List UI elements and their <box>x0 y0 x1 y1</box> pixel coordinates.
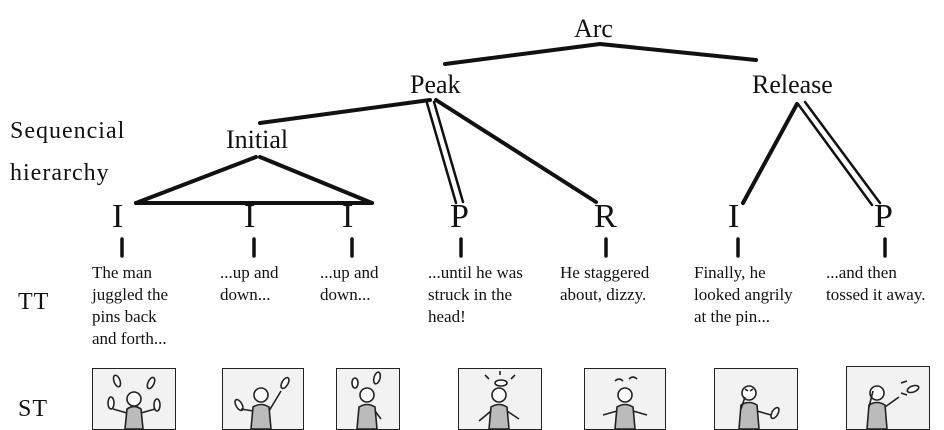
panel-2 <box>222 368 304 430</box>
caption-5-line: He staggered <box>560 263 650 282</box>
edge-release-i <box>741 102 799 205</box>
edge-release-p-a <box>796 102 874 207</box>
caption-6: Finally, he looked angrily at the pin... <box>694 262 793 328</box>
caption-5: He staggered about, dizzy. <box>560 262 649 306</box>
caption-4-line: head! <box>428 307 466 326</box>
caption-1-line: and forth... <box>92 329 167 348</box>
leaf-i-1: I <box>112 198 124 235</box>
caption-6-line: Finally, he <box>694 263 766 282</box>
caption-7-line: tossed it away. <box>826 285 926 304</box>
hierarchy-label-line1: Sequencial <box>10 118 126 144</box>
caption-4: ...until he was struck in the head! <box>428 262 523 328</box>
caption-4-line: ...until he was <box>428 263 523 282</box>
caption-5-line: about, dizzy. <box>560 285 647 304</box>
edge-peak-initial <box>258 98 432 125</box>
caption-1-line: juggled the <box>92 285 169 304</box>
tossing-pin-icon <box>866 380 920 429</box>
edge-initial-right <box>258 155 374 205</box>
hierarchy-label-line2: hierarchy <box>10 160 110 186</box>
leaf-p-1: P <box>450 198 469 235</box>
caption-3-line: ...up and <box>320 263 379 282</box>
caption-2: ...up and down... <box>220 262 279 306</box>
edge-arc-release <box>598 42 758 62</box>
edge-release-p-b <box>803 100 882 205</box>
caption-6-line: looked angrily <box>694 285 793 304</box>
juggler-pin-up-icon <box>351 371 382 429</box>
node-release: Release <box>752 70 833 99</box>
leaf-r: R <box>594 198 617 235</box>
panel-4 <box>458 368 542 430</box>
panel-6 <box>714 368 798 430</box>
caption-1-line: pins back <box>92 307 157 326</box>
caption-7: ...and then tossed it away. <box>826 262 925 306</box>
caption-3: ...up and down... <box>320 262 379 306</box>
edge-arc-peak <box>443 42 602 66</box>
juggler-two-pins-icon <box>234 376 290 429</box>
panel-7 <box>846 366 930 430</box>
caption-1-line: The man <box>92 263 152 282</box>
panel-5 <box>584 368 666 430</box>
leaf-i-2: I <box>244 198 256 235</box>
leaf-p-2: P <box>874 198 893 235</box>
struck-head-icon <box>478 371 520 429</box>
edge-peak-r <box>434 98 598 204</box>
st-label: ST <box>18 396 49 422</box>
caption-7-line: ...and then <box>826 263 897 282</box>
panel-3 <box>336 368 400 430</box>
edge-peak-p-a <box>425 101 458 205</box>
caption-6-line: at the pin... <box>694 307 771 326</box>
caption-2-line: ...up and <box>220 263 279 282</box>
node-arc: Arc <box>574 14 613 43</box>
angry-look-icon <box>738 385 780 429</box>
tt-label: TT <box>18 289 50 315</box>
node-peak: Peak <box>410 70 461 99</box>
edge-peak-p-b <box>432 100 465 204</box>
caption-1: The man juggled the pins back and forth.… <box>92 262 168 350</box>
edge-initial-left <box>134 155 258 205</box>
dizzy-man-icon <box>602 376 648 429</box>
leaf-i-3: I <box>342 198 354 235</box>
juggler-many-pins-icon <box>107 374 161 429</box>
caption-4-line: struck in the <box>428 285 513 304</box>
node-initial: Initial <box>226 125 289 154</box>
panel-1 <box>92 368 176 430</box>
caption-3-line: down... <box>320 285 371 304</box>
caption-2-line: down... <box>220 285 271 304</box>
leaf-i-4: I <box>728 198 740 235</box>
